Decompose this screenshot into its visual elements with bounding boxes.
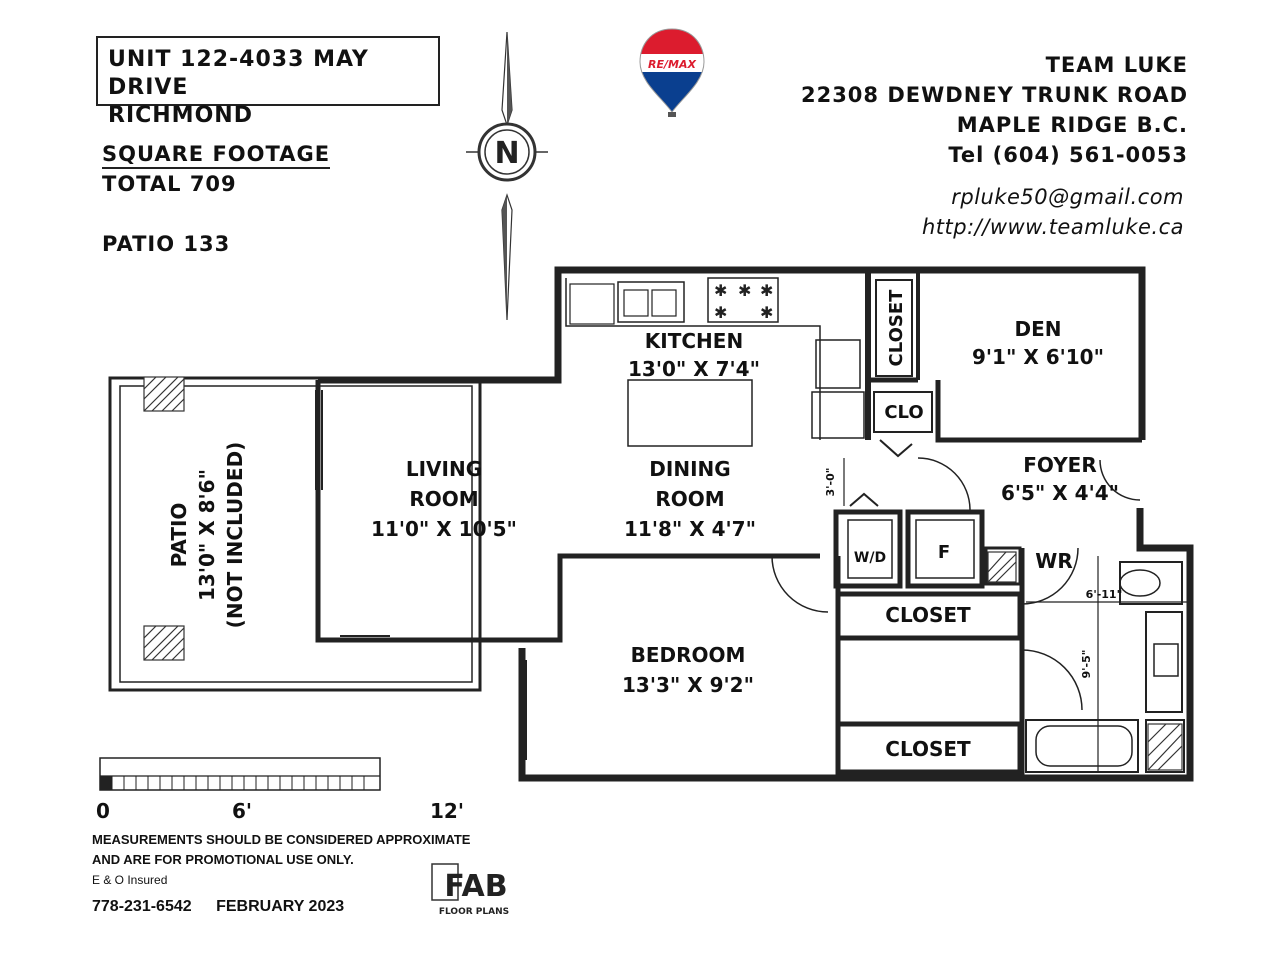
- closet-mid-label: CLOSET: [885, 603, 971, 627]
- svg-text:✱: ✱: [760, 281, 773, 300]
- scale-label-12: 12': [430, 799, 464, 823]
- disclaimer-line-2: AND ARE FOR PROMOTIONAL USE ONLY.: [92, 852, 354, 867]
- patio-label: PATIO: [167, 503, 191, 568]
- den-label: DEN: [1014, 317, 1061, 341]
- dining-room-label-1: DINING: [649, 457, 730, 481]
- washer-dryer-icon: [847, 519, 893, 579]
- scale-label-6: 6': [232, 799, 252, 823]
- furnace-label: F: [938, 542, 950, 563]
- clo-outline: [873, 391, 933, 433]
- footer: 778-231-6542 FEBRUARY 2023: [92, 898, 364, 916]
- patio-footage: PATIO 133: [102, 232, 231, 256]
- scale-label-0: 0: [96, 799, 110, 823]
- address-line-1: UNIT 122-4033 MAY DRIVE: [108, 47, 369, 100]
- bedroom-label: BEDROOM: [631, 643, 746, 667]
- agent-email-link[interactable]: rpluke50@gmail.com: [951, 185, 1184, 209]
- agent-name: TEAM LUKE: [1045, 53, 1188, 77]
- agent-city: MAPLE RIDGE B.C.: [956, 113, 1188, 137]
- washer-dryer-label: W/D: [854, 550, 886, 566]
- agent-street: 22308 DEWDNEY TRUNK ROAD: [800, 83, 1188, 107]
- dimension-9-5: 9'-5": [1080, 650, 1093, 679]
- square-footage-title: SQUARE FOOTAGE: [102, 142, 331, 169]
- footer-phone: 778-231-6542: [92, 898, 192, 915]
- kitchen-label: KITCHEN: [645, 329, 743, 353]
- disclaimer-line-3: E & O Insured: [92, 873, 168, 887]
- dimension-6-11: 6'-11": [1086, 588, 1123, 601]
- dining-room-dims: 11'8" X 4'7": [624, 517, 756, 541]
- laundry-outline: [833, 509, 903, 589]
- living-room-label-1: LIVING: [406, 457, 482, 481]
- exterior-wall-bottom: [518, 508, 1194, 782]
- den-dims: 9'1" X 6'10": [972, 345, 1104, 369]
- living-room-dims: 11'0" X 10'5": [371, 517, 517, 541]
- kitchen-counter: [565, 278, 821, 440]
- address-line-2: RICHMOND: [108, 103, 253, 128]
- dining-room-label-2: ROOM: [655, 487, 724, 511]
- address-box: UNIT 122-4033 MAY DRIVE RICHMOND: [96, 36, 440, 128]
- fab-floor-plans-logo: FAB FLOOR PLANS: [431, 863, 509, 917]
- agent-phone: Tel (604) 561-0053: [948, 143, 1188, 167]
- svg-text:✱: ✱: [714, 303, 727, 322]
- clo-label: CLO: [884, 402, 923, 423]
- kitchen-dims: 13'0" X 7'4": [628, 357, 760, 381]
- exterior-wall-top: [318, 266, 1146, 440]
- agent-website-link[interactable]: http://www.teamluke.ca: [922, 215, 1184, 239]
- remax-logo-text: RE/MAX: [648, 58, 696, 71]
- patio-dims: 13'0" X 8'6": [195, 469, 219, 601]
- utility-outline: [905, 509, 985, 589]
- dimension-3-0: 3'-0": [824, 468, 837, 497]
- closet-bottom-label: CLOSET: [885, 737, 971, 761]
- toilet-icon: [1119, 561, 1183, 605]
- remax-balloon-logo: RE/MAX: [639, 28, 705, 117]
- agent-contact: rpluke50@gmail.com http://www.teamluke.c…: [922, 182, 1184, 242]
- living-bedroom-wall: [315, 380, 820, 643]
- agent-info: TEAM LUKE 22308 DEWDNEY TRUNK ROAD MAPLE…: [801, 50, 1188, 170]
- svg-text:✱: ✱: [760, 303, 773, 322]
- svg-text:✱: ✱: [738, 281, 751, 300]
- patio-note: (NOT INCLUDED): [223, 442, 247, 629]
- dishwasher: [569, 283, 615, 325]
- bedroom-dims: 13'3" X 9'2": [622, 673, 754, 697]
- fridge-icon: [815, 339, 861, 389]
- pantry: [811, 391, 865, 439]
- closet-top-outline: [875, 279, 913, 377]
- patio-outline: [108, 376, 482, 692]
- square-footage-total: TOTAL 709: [102, 172, 237, 196]
- north-compass-icon: N: [466, 31, 548, 321]
- closet-top-label: CLOSET: [886, 289, 907, 367]
- kitchen-island: [627, 379, 753, 447]
- bathtub-icon: [1025, 719, 1139, 773]
- foyer-label: FOYER: [1023, 453, 1097, 477]
- compass-north-label: N: [494, 136, 519, 171]
- svg-text:✱: ✱: [714, 281, 727, 300]
- scale-bar: [99, 757, 381, 791]
- footer-date: FEBRUARY 2023: [216, 898, 345, 915]
- stove-icon: [707, 277, 779, 323]
- patio-inner-outline: [119, 385, 473, 683]
- fab-logo-text: FAB: [444, 869, 507, 904]
- fab-logo-subtext: FLOOR PLANS: [439, 907, 509, 917]
- disclaimer: MEASUREMENTS SHOULD BE CONSIDERED APPROX…: [92, 830, 470, 890]
- vanity-icon: [1145, 611, 1183, 713]
- washroom-label: WR: [1035, 549, 1072, 573]
- foyer-dims: 6'5" X 4'4": [1001, 481, 1119, 505]
- living-room-label-2: ROOM: [409, 487, 478, 511]
- disclaimer-line-1: MEASUREMENTS SHOULD BE CONSIDERED APPROX…: [92, 832, 471, 847]
- sink-icon: [617, 281, 685, 323]
